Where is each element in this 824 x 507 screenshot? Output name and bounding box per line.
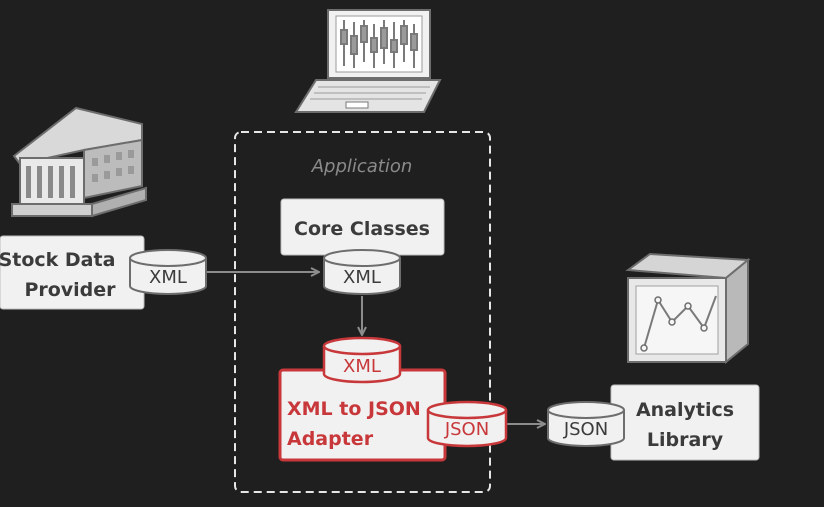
xml-data-cylinder-adapter: XML [322, 336, 402, 384]
xml-label-provider: XML [149, 267, 187, 288]
xml-data-cylinder-provider: XML [129, 249, 207, 295]
stock-provider-line1: Stock Data [0, 249, 115, 271]
package-box-icon [625, 252, 751, 365]
json-label-analytics: JSON [563, 419, 608, 440]
application-container [234, 131, 491, 493]
json-label-adapter: JSON [444, 419, 489, 440]
analytics-line1: Analytics [636, 399, 734, 421]
xml-label-adapter: XML [343, 356, 381, 377]
core-classes-label: Core Classes [294, 218, 430, 240]
laptop-chart-icon [294, 9, 442, 113]
xml-label-core: XML [343, 267, 381, 288]
bank-building-icon [11, 106, 147, 218]
json-data-cylinder-analytics: JSON [547, 401, 625, 447]
analytics-line2: Library [647, 429, 724, 451]
xml-data-cylinder-core: XML [323, 249, 401, 295]
stock-provider-line2: Provider [24, 279, 116, 301]
json-data-cylinder-adapter: JSON [426, 400, 508, 448]
application-label: Application [311, 156, 413, 177]
adapter-line2: Adapter [287, 428, 374, 450]
adapter-line1: XML to JSON [287, 398, 421, 420]
